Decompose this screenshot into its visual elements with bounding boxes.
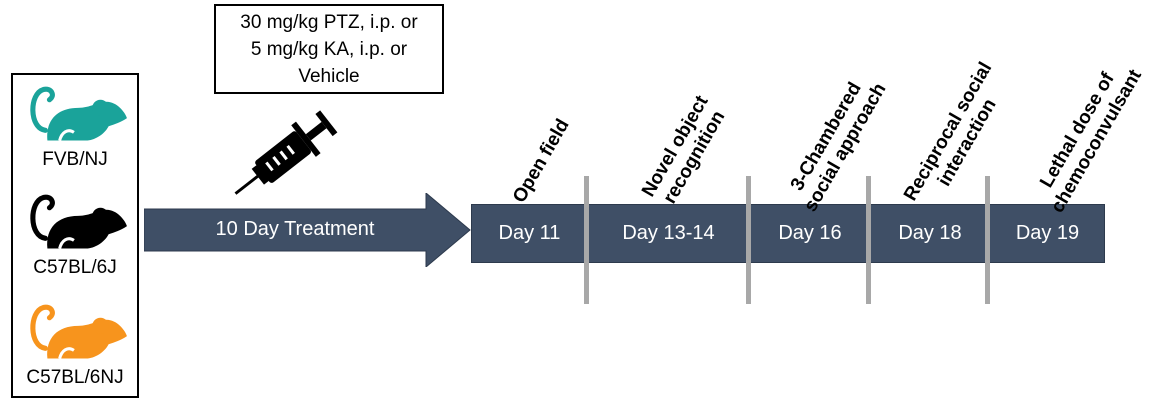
day-label: Day 11 [498, 222, 561, 244]
timeline-divider [584, 176, 589, 304]
strain-label-c57bl6j: C57BL/6J [33, 257, 117, 278]
strain-panel: FVB/NJ C57BL/6J C57BL/6NJ [11, 73, 139, 398]
mouse-icon [30, 86, 127, 141]
dose-line: 5 mg/kg KA, i.p. or [250, 39, 408, 60]
strain-label-fvb: FVB/NJ [42, 149, 108, 170]
timeline-divider [985, 176, 990, 304]
strain-label-c57bl6nj: C57BL/6NJ [26, 367, 124, 388]
test-label-social-approach: 3-Chambered social approach [781, 69, 891, 216]
test-label-reciprocal-social: Reciprocal social interaction [900, 59, 1016, 216]
timeline-divider [746, 176, 751, 304]
mouse-icon [30, 194, 127, 249]
test-label-novel-object: Novel object recognition [638, 92, 733, 212]
test-label-line: Open field [509, 115, 574, 207]
syringe-icon [234, 110, 338, 195]
day-label: Day 19 [1015, 222, 1080, 244]
timeline-divider [866, 176, 871, 304]
timeline-bar: Day 11 Day 13-14 Day 16 Day 18 Day 19 [471, 204, 1105, 263]
day-label: Day 16 [778, 222, 842, 244]
test-label-lethal-dose: Lethal dose of chemoconvulsant [1028, 55, 1147, 217]
treatment-dose-box: 30 mg/kg PTZ, i.p. or 5 mg/kg KA, i.p. o… [214, 4, 444, 94]
dose-line: Vehicle [298, 66, 360, 87]
day-label: Day 13-14 [622, 222, 715, 244]
treatment-arrow-label: 10 Day Treatment [215, 218, 375, 240]
day-label: Day 18 [898, 222, 962, 244]
treatment-arrow [144, 193, 471, 267]
dose-line: 30 mg/kg PTZ, i.p. or [240, 12, 418, 33]
mouse-icon [30, 304, 127, 359]
test-label-open-field: Open field [509, 116, 575, 207]
